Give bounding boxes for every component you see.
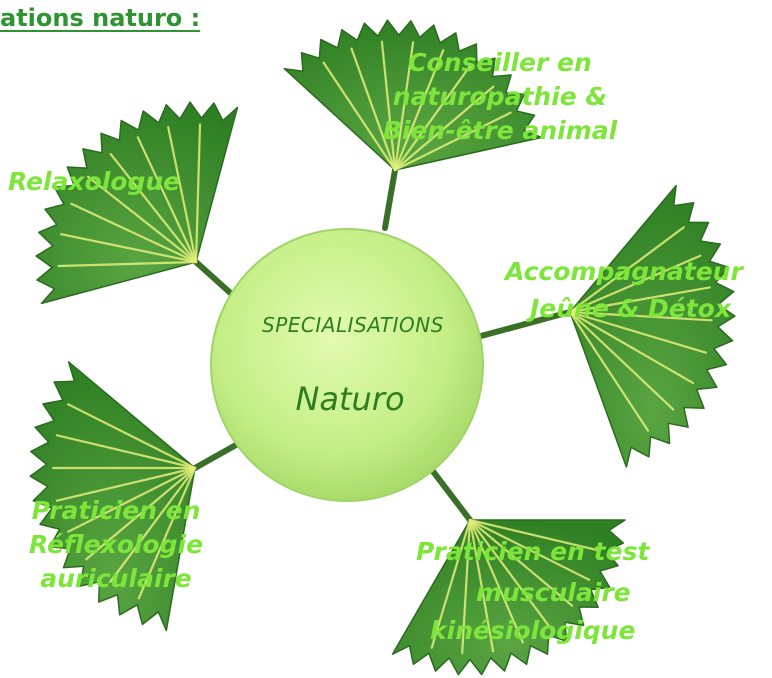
center-title: SPECIALISATIONS [262,313,444,337]
leaf-vein [568,310,650,432]
leaf-vein [67,403,197,470]
leaf-vein [67,466,197,533]
leaf-vein [430,518,472,649]
center-circle [210,228,484,502]
leaf-label-kinesiologie-line1: Praticien en test [416,537,650,566]
leaf-vein [393,85,495,172]
leaf-reflexologie [29,361,246,632]
leaf-vein [468,518,601,552]
leaf-vein [109,466,197,583]
leaf-vein [568,310,708,354]
leaves-layer [29,19,736,676]
leaf-vein [468,518,591,581]
leaf-vein [468,518,524,644]
leaf-vein [393,49,445,172]
leaf-conseiller [283,19,543,231]
page-heading: ations naturo : [0,4,201,32]
leaf-vein [350,47,397,172]
leaf-vein [568,286,711,314]
center-subtitle: Naturo [295,380,405,418]
leaf-vein [137,466,197,600]
leaf-label-kinesiologie-line3: kinésiologique [430,616,636,645]
leaf-vein [136,136,198,264]
leaf-vein [86,175,198,264]
leaf-jeune [478,184,736,468]
leaf-vein [322,61,397,172]
leaf-vein [55,434,197,470]
leaf-vein [70,202,198,264]
leaf-stem [193,259,239,301]
leaf-vein [167,126,198,264]
leaf-blade [391,519,626,676]
leaf-vein [461,518,472,655]
leaf-vein [468,518,574,607]
leaf-kinesiologie [391,467,626,676]
leaf-vein [393,111,512,172]
leaf-label-kinesiologie-line2: musculaire [476,578,631,607]
leaf-vein [468,518,495,653]
leaf-label-reflexologie: Praticien en Réflexologie auriculaire [28,496,204,593]
leaf-vein [568,254,702,314]
leaf-vein [393,64,472,172]
leaf-vein [57,260,198,268]
leaf-vein [568,310,675,411]
leaf-blade [35,101,239,305]
leaf-label-conseiller: Conseiller en naturopathie & Bien-être a… [382,48,618,145]
leaf-vein [60,233,198,264]
leaf-vein [568,226,685,314]
leaf-label-jeune-line2: Jeûne & Détox [530,294,731,323]
leaf-blade [569,184,736,468]
leaf-vein [85,466,197,561]
leaf-vein [393,41,415,172]
leaf-vein [194,123,202,264]
leaf-vein [380,40,397,172]
leaf-stem [192,438,246,471]
leaf-vein [55,466,197,502]
leaf-vein [568,310,713,322]
leaf-stem [429,467,473,523]
leaf-vein [468,518,551,629]
leaf-blade [283,19,543,171]
leaf-vein [109,153,198,264]
leaf-vein [568,310,695,384]
leaf-relaxologue [35,101,239,305]
leaf-label-relaxologue: Relaxologue [8,167,181,196]
leaf-stem [478,309,573,339]
leaf-stem [382,167,398,231]
leaf-label-jeune-line1: Accompagnateur [505,257,743,286]
